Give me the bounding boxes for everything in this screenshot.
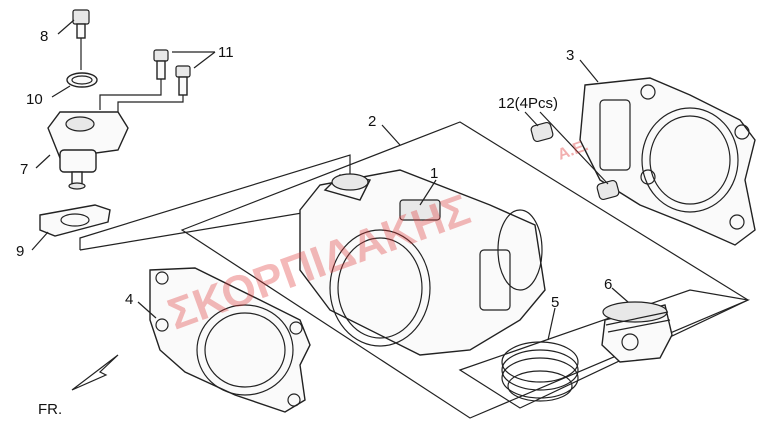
tensioner-group-frame: [79, 154, 351, 251]
callout-3: 3: [566, 47, 574, 64]
callout-5: 5: [551, 294, 559, 311]
callout-1: 1: [430, 165, 438, 182]
head-gasket-3: [579, 77, 756, 246]
piston-6: [601, 287, 673, 363]
callout-8: 8: [40, 28, 48, 45]
callout-4: 4: [125, 291, 133, 308]
callout-12: 12(4Pcs): [498, 95, 558, 112]
callout-11: 11: [218, 44, 234, 61]
front-arrow-icon: [71, 354, 119, 391]
bolts-11: [99, 49, 191, 112]
callout-6: 6: [604, 276, 612, 293]
callout-10: 10: [26, 91, 43, 108]
dowel-pins-12: [524, 111, 620, 201]
tensioner-7: [47, 111, 129, 190]
cylinder-1: [299, 169, 546, 356]
callout-2: 2: [368, 113, 376, 130]
piston-rings-5: [501, 307, 579, 402]
front-label: FR.: [38, 401, 62, 418]
callout-9: 9: [16, 243, 24, 260]
bolt-8: [72, 9, 90, 70]
oring-10: [66, 72, 98, 88]
gasket-9: [39, 204, 111, 237]
base-gasket-4: [149, 267, 311, 413]
callout-7: 7: [20, 161, 28, 178]
